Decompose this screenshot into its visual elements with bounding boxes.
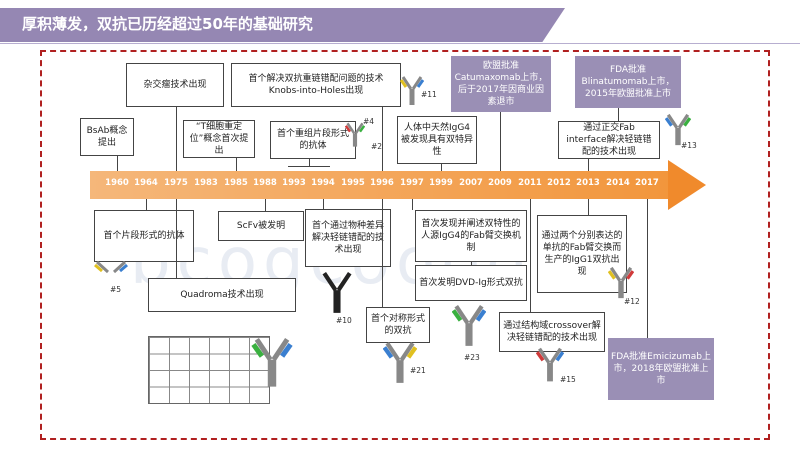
year-label: 1994 [311, 178, 335, 188]
antibody-icon [94, 260, 128, 274]
year-label: 1975 [164, 178, 188, 188]
connector [382, 107, 383, 171]
event-box: 通过两个分别表达的单抗的Fab臂交换而生产的IgG1双抗出现 [537, 215, 627, 293]
event-box: 首个片段形式的抗体 [94, 210, 194, 262]
event-box: 杂交瘤技术出现 [126, 63, 224, 107]
event-box: 首次发现并阐述双特性的人源IgG4的Fab臂交换机制 [415, 210, 527, 262]
year-label: 2012 [547, 178, 571, 188]
connector [647, 199, 648, 338]
connector [146, 199, 147, 210]
reference-label: #12 [624, 297, 640, 306]
year-label: 1988 [253, 178, 277, 188]
title-divider [0, 43, 800, 44]
reference-label: #21 [410, 366, 426, 375]
antibody-icon [452, 304, 486, 346]
event-box: 首次发明DVD-Ig形式双抗 [415, 265, 527, 301]
connector [618, 108, 619, 121]
event-box: 首个通过物种差异解决轻链错配的技术出现 [305, 209, 391, 267]
timeline-bar [90, 171, 670, 199]
year-label: 1993 [282, 178, 306, 188]
event-box: 首个重组片段形式的抗体 [270, 121, 356, 159]
antibody-icon [251, 337, 293, 387]
connector [117, 156, 118, 171]
event-box: BsAb概念提出 [80, 118, 134, 156]
antibody-icon [383, 341, 417, 383]
connector [471, 262, 472, 265]
connector [382, 199, 383, 307]
year-label: 1964 [134, 178, 158, 188]
connector [530, 199, 531, 312]
antibody-icon [345, 122, 365, 147]
quadroma-grid [148, 336, 270, 404]
reference-label: #2 [371, 142, 383, 151]
diagram-frame [40, 50, 770, 440]
antibody-icon [665, 113, 691, 146]
reference-label: #5 [110, 285, 122, 294]
reference-label: #4 [363, 117, 375, 126]
reference-label: #10 [336, 316, 352, 325]
year-label: 1996 [370, 178, 394, 188]
approval-box: FDA批准Blinatumomab上市，2015年欧盟批准上市 [575, 56, 681, 108]
year-label: 1960 [105, 178, 129, 188]
year-label: 2009 [488, 178, 512, 188]
connector [441, 164, 442, 171]
connector [176, 199, 177, 278]
antibody-icon [608, 266, 634, 299]
year-label: 2014 [606, 178, 630, 188]
year-label: 1985 [224, 178, 248, 188]
connector [309, 159, 310, 167]
antibody-icon [400, 76, 424, 105]
event-box: 通过正交Fab interface解决轻链错配的技术出现 [558, 121, 660, 159]
event-box: “T细胞重定位”概念首次提出 [183, 120, 255, 158]
event-box: 人体中天然IgG4被发现具有双特异性 [397, 116, 477, 164]
year-label: 1983 [194, 178, 218, 188]
year-label: 1999 [429, 178, 453, 188]
event-box: 通过结构域crossover解决轻链错配的技术出现 [499, 312, 605, 352]
connector [412, 199, 413, 210]
event-box: ScFv被发明 [218, 211, 304, 241]
antibody-icon [322, 271, 352, 313]
approval-box: FDA批准Emicizumab上市，2018年欧盟批准上市 [608, 338, 714, 400]
reference-label: #15 [560, 375, 576, 384]
connector [500, 112, 501, 171]
reference-label: #23 [464, 353, 480, 362]
connector [588, 159, 589, 171]
year-label: 2013 [576, 178, 600, 188]
year-label: 1997 [400, 178, 424, 188]
connector [588, 199, 589, 215]
title-banner [0, 8, 565, 42]
year-label: 2017 [635, 178, 659, 188]
reference-label: #11 [421, 90, 437, 99]
year-label: 1995 [341, 178, 365, 188]
reference-label: #13 [681, 141, 697, 150]
connector [323, 199, 324, 209]
year-label: 2011 [518, 178, 542, 188]
antibody-icon [536, 347, 564, 382]
page-title: 厚积薄发，双抗已历经超过50年的基础研究 [22, 15, 313, 33]
timeline-arrowhead [668, 160, 706, 210]
event-box: 首个解决双抗重链错配问题的技术Knobs-into-Holes出现 [231, 63, 401, 107]
event-box: 首个对称形式的双抗 [366, 307, 430, 343]
approval-box: 欧盟批准Catumaxomab上市，后于2017年因商业因素退市 [451, 56, 551, 112]
connector [176, 107, 177, 171]
connector [236, 158, 237, 171]
year-label: 2007 [459, 178, 483, 188]
connector [265, 199, 266, 211]
event-box: Quadroma技术出现 [148, 278, 296, 312]
